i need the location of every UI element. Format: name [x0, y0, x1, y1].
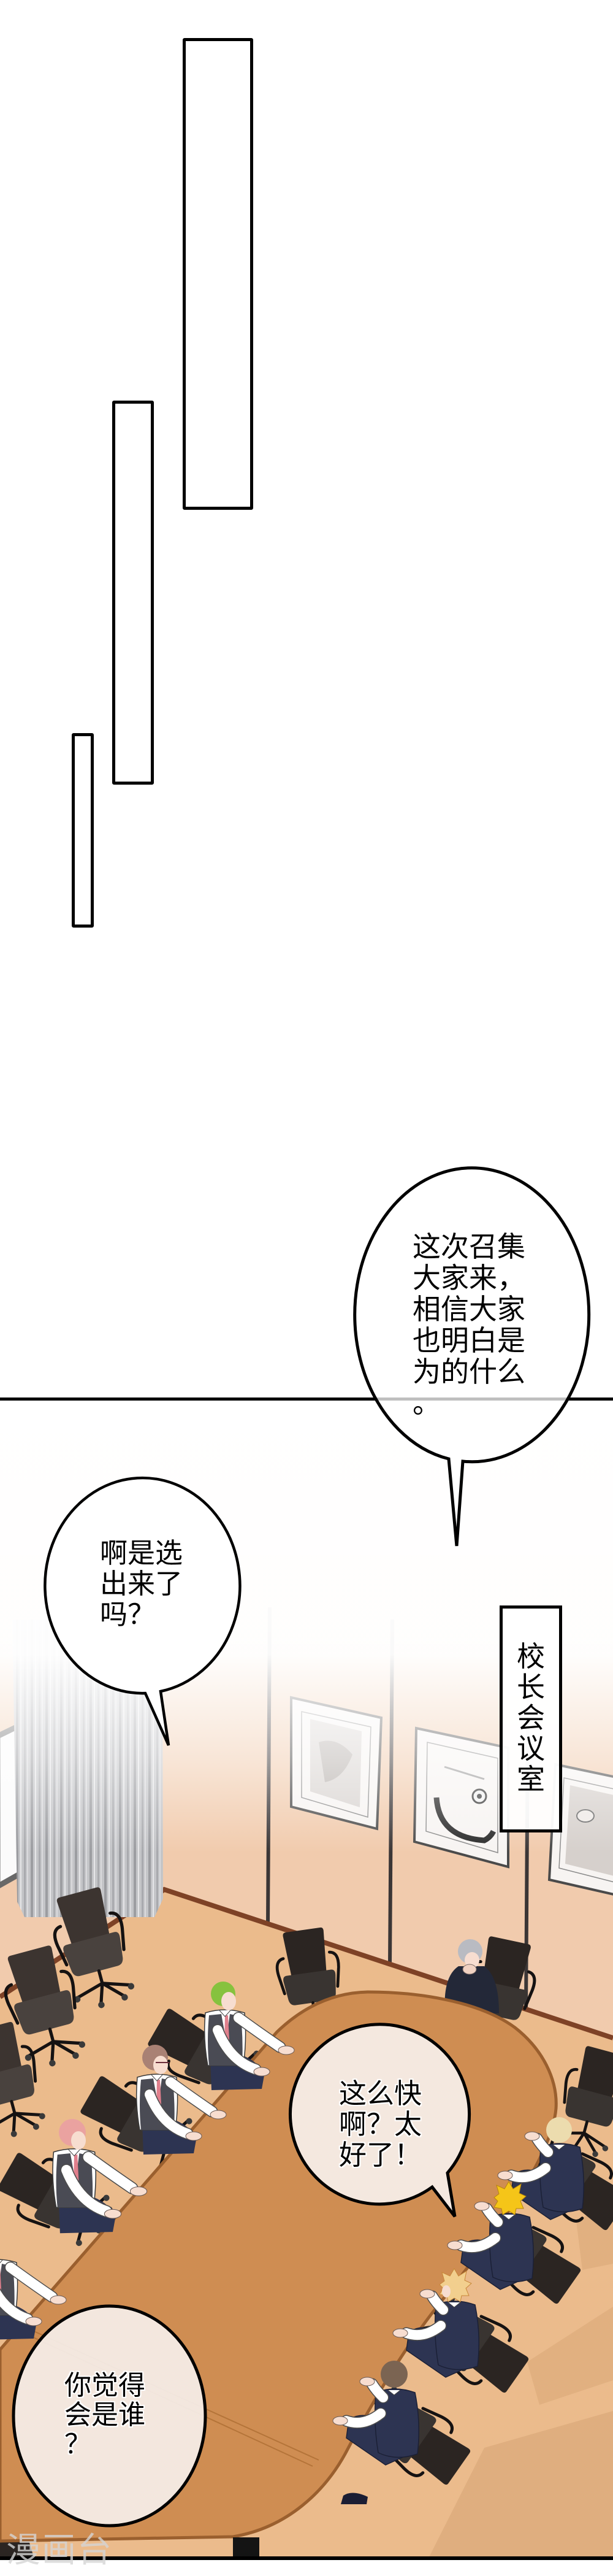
- speech-bubble-3-text: 这么快 啊？太 好了！: [339, 2078, 422, 2170]
- watermark-logo: 漫画台: [6, 2531, 113, 2570]
- bubble-line: 也明白是: [413, 1324, 525, 1357]
- bubble-line: 你觉得: [64, 2370, 145, 2401]
- character-pink-hair: [53, 2119, 147, 2233]
- bubble-line: 好了！: [339, 2139, 422, 2171]
- character-light-blond: [498, 2117, 584, 2220]
- hair: [381, 2361, 408, 2388]
- speech-bubble-4-text: 你觉得 会是谁 ？: [64, 2371, 145, 2459]
- bubble-line: 出来了: [100, 1567, 183, 1600]
- character-yellow-spiky-hair: [447, 2181, 533, 2290]
- hair: [546, 2117, 572, 2143]
- caption-char: 议: [517, 1732, 545, 1765]
- bubble-line: 啊是选: [100, 1537, 183, 1569]
- panel-divider-top: [0, 1398, 613, 1401]
- character-brown-hair-glasses: [137, 2045, 226, 2155]
- speech-bubble-4: [12, 2304, 207, 2528]
- bubble-line: 啊？太: [339, 2108, 422, 2140]
- bubble-line: 。: [413, 1386, 441, 1420]
- speech-bubble-1-text: 这次召集 大家来， 相信大家 也明白是 为的什么 。: [413, 1231, 525, 1419]
- empty-frame-box-small: [72, 733, 94, 928]
- panel-border-bottom: [0, 2556, 613, 2560]
- speech-bubble-3: [289, 2023, 471, 2218]
- floor-shadows: [429, 2202, 613, 2557]
- caption-char: 室: [517, 1763, 545, 1796]
- caption-char: 会: [517, 1701, 545, 1734]
- speech-bubble-2-text: 啊是选 出来了 吗？: [100, 1538, 183, 1630]
- character-orange-blond-spiky-hair: [393, 2268, 479, 2377]
- speech-bubble-2: [44, 1476, 242, 1746]
- bubble-line: 这次召集: [413, 1230, 525, 1263]
- empty-frame-box-large: [183, 38, 253, 510]
- hair: [493, 2181, 527, 2215]
- location-caption-box: 校 长 会 议 室: [500, 1605, 562, 1832]
- caption-char: 长: [517, 1671, 545, 1704]
- bubble-line: 大家来，: [413, 1261, 525, 1294]
- caption-char: 校: [517, 1640, 545, 1673]
- character-green-hair: [205, 1982, 294, 2090]
- empty-frame-box-medium: [112, 401, 154, 785]
- bubble-line: 相信大家: [413, 1293, 525, 1326]
- speech-bubble-1: [353, 1166, 591, 1547]
- bubble-line: ？: [64, 2429, 91, 2460]
- table-leg: [233, 2537, 259, 2557]
- bubble-line: 这么快: [339, 2077, 422, 2110]
- character-brown-short-hair: [333, 2361, 419, 2504]
- bubble-line: 会是谁: [64, 2399, 145, 2431]
- bubble-line: 吗？: [100, 1598, 156, 1631]
- bubble-line: 为的什么: [413, 1355, 525, 1388]
